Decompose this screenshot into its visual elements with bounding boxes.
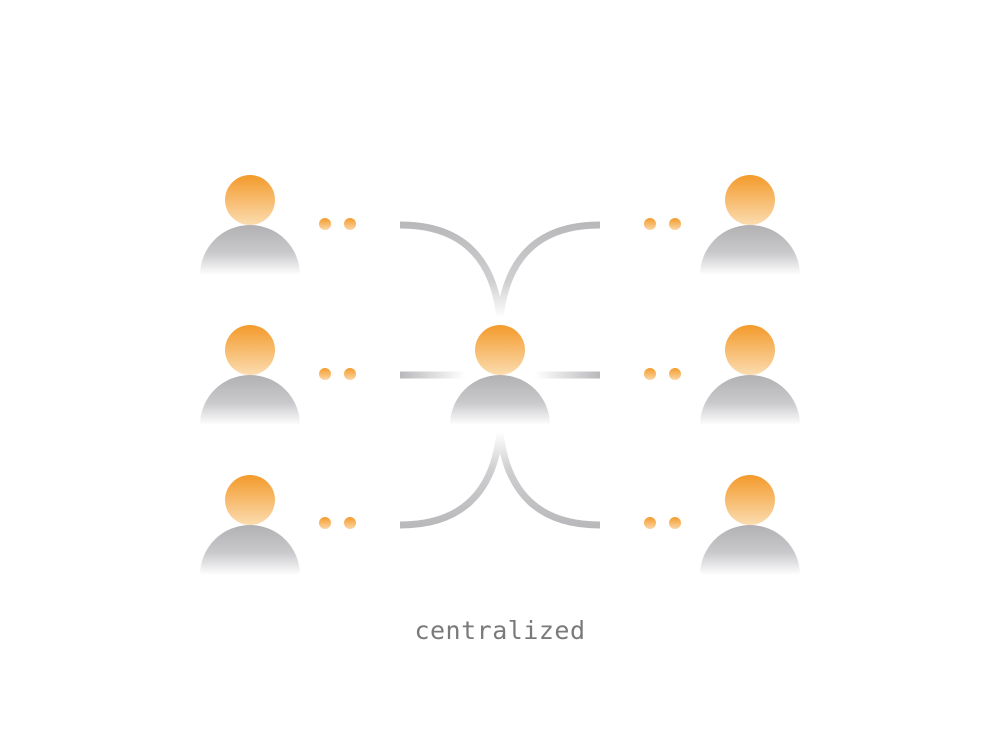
dot — [319, 368, 331, 380]
dot — [644, 218, 656, 230]
dot — [644, 517, 656, 529]
people — [200, 175, 800, 575]
person-body — [200, 525, 300, 575]
person-head — [225, 475, 275, 525]
connector-right-top — [496, 221, 601, 319]
person-icon-left-bottom — [200, 475, 300, 575]
dot — [669, 517, 681, 529]
dot — [319, 517, 331, 529]
person-body — [700, 375, 800, 425]
person-body — [450, 375, 550, 425]
person-icon-right-bottom — [700, 475, 800, 575]
connector-left-bottom — [399, 431, 504, 529]
person-body — [200, 375, 300, 425]
dot — [669, 368, 681, 380]
dot — [319, 218, 331, 230]
person-icon-center-hub — [450, 325, 550, 425]
dot — [344, 368, 356, 380]
diagram-caption: centralized — [414, 616, 586, 645]
person-head — [725, 325, 775, 375]
person-body — [700, 525, 800, 575]
dot — [344, 218, 356, 230]
person-icon-right-top — [700, 175, 800, 275]
person-body — [200, 225, 300, 275]
connector-left-top — [399, 221, 504, 319]
person-head — [725, 475, 775, 525]
person-icon-left-middle — [200, 325, 300, 425]
connector-right-bottom — [496, 431, 601, 529]
person-icon-left-top — [200, 175, 300, 275]
person-head — [225, 325, 275, 375]
message-dots — [319, 218, 681, 529]
dot — [644, 368, 656, 380]
dot — [344, 517, 356, 529]
connectors — [399, 221, 601, 529]
person-body — [700, 225, 800, 275]
person-head — [725, 175, 775, 225]
person-head — [475, 325, 525, 375]
dot — [669, 218, 681, 230]
person-head — [225, 175, 275, 225]
person-icon-right-middle — [700, 325, 800, 425]
